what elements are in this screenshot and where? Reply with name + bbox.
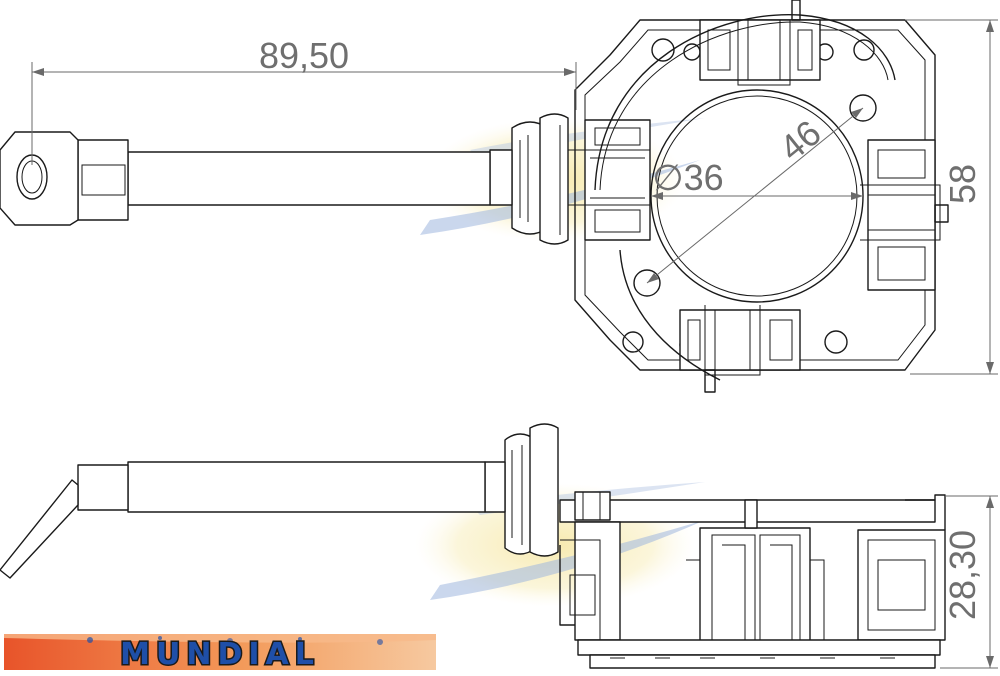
- brush-box-right: [860, 139, 949, 291]
- dimension-depth: 28,30: [940, 495, 998, 669]
- dimension-diagonal-label: 46: [772, 112, 829, 169]
- side-view-brush-holder: [0, 423, 946, 669]
- dimension-bore: ∅36: [651, 157, 863, 200]
- cable-top: [0, 131, 491, 226]
- top-view-brush-holder: [0, 0, 949, 393]
- logo-text: MUNDIAL: [120, 637, 320, 672]
- dimension-depth-label: 28,30: [942, 530, 983, 620]
- mundial-logo: MUNDIAL MUNDIAL: [4, 634, 436, 674]
- grommet-top: [489, 113, 569, 245]
- brush-box-top: [699, 0, 821, 86]
- dimension-height-label: 58: [942, 164, 983, 204]
- dimension-bore-label: ∅36: [652, 157, 723, 198]
- dimension-height: 58: [905, 19, 998, 375]
- logo-text-outline: MUNDIAL: [120, 637, 320, 672]
- dimension-length-label: 89,50: [259, 35, 349, 76]
- spring-wire: [594, 13, 896, 191]
- dimension-length: 89,50: [31, 35, 577, 165]
- brush-box-bottom: [679, 305, 801, 393]
